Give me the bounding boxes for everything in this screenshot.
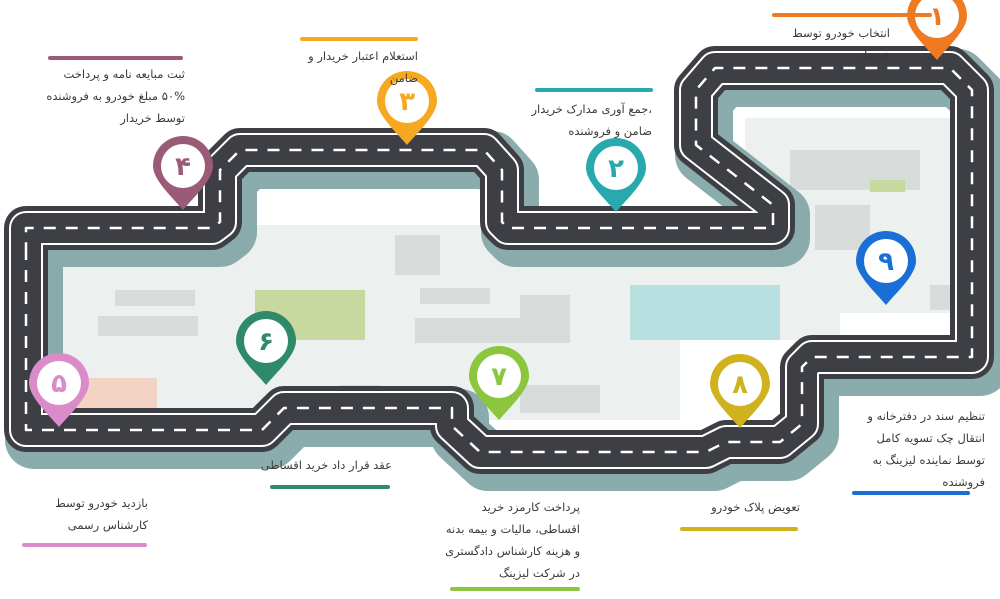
- step-1-number: ۱: [929, 2, 945, 32]
- step-7-number: ۷: [491, 362, 507, 392]
- marker-inner-circle: [864, 239, 908, 283]
- step-6-text: عقد قرار داد خرید اقساطی: [260, 458, 392, 472]
- marker-inner-circle: [161, 144, 205, 188]
- step-9-number: ۹: [878, 247, 894, 277]
- step-8-bar: [680, 527, 798, 531]
- step-1-text: انتخاب خودرو توسط خریدار: [792, 26, 890, 62]
- step-4-marker: ۴: [153, 136, 213, 210]
- step-8-number: ۸: [732, 370, 748, 400]
- marker-inner-circle: [594, 146, 638, 190]
- step-3-marker: ۳: [377, 71, 437, 145]
- step-2-number: ۲: [608, 154, 624, 184]
- step-8-marker: ۸: [710, 354, 770, 428]
- step-8-text: تعویض پلاک خودرو: [711, 500, 800, 514]
- step-1-bar: [772, 13, 932, 17]
- marker-inner-circle: [385, 79, 429, 123]
- step-5-number: ۵: [51, 369, 67, 399]
- step-2-marker: ۲: [586, 138, 646, 212]
- marker-inner-circle: [718, 362, 762, 406]
- step-2-text: ،جمع آوری مدارک خریدار ضامن و فروشنده: [531, 102, 652, 138]
- road-lanes: [11, 53, 987, 467]
- marker-inner-circle: [37, 361, 81, 405]
- step-4-text: ثبت مبایعه نامه و پرداخت ۵۰% مبلغ خودرو …: [46, 67, 185, 125]
- step-3-number: ۳: [399, 87, 415, 117]
- step-2-bar: [535, 88, 653, 92]
- step-5-marker: ۵: [29, 353, 89, 427]
- step-5-text: بازدید خودرو توسط کارشناس رسمی: [55, 496, 148, 532]
- step-4-number: ۴: [175, 152, 191, 182]
- step-6-number: ۶: [258, 327, 274, 357]
- step-7-marker: ۷: [469, 346, 529, 420]
- road: ۱ ۲ ۳ ۴ ۵ ۶ ۷ ۸ ۹: [4, 0, 1000, 491]
- step-7-bar: [450, 587, 580, 591]
- marker-inner-circle: [915, 0, 959, 38]
- step-3-text: استعلام اعتبار خریدار و ضامن: [308, 49, 418, 85]
- step-5-bar: [22, 543, 147, 547]
- step-3-bar: [300, 37, 418, 41]
- step-6-bar: [270, 485, 390, 489]
- step-9-bar: [852, 491, 970, 495]
- step-9-marker: ۹: [856, 231, 916, 305]
- step-6-marker: ۶: [235, 310, 297, 385]
- step-9-text: تنظیم سند در دفترخانه و انتقال چک تسویه …: [867, 409, 985, 489]
- step-7-text: پرداخت کارمزد خرید اقساطی، مالیات و بیمه…: [445, 500, 580, 580]
- step-4-bar: [48, 56, 183, 60]
- marker-inner-circle: [477, 354, 521, 398]
- marker-inner-circle: [244, 319, 288, 363]
